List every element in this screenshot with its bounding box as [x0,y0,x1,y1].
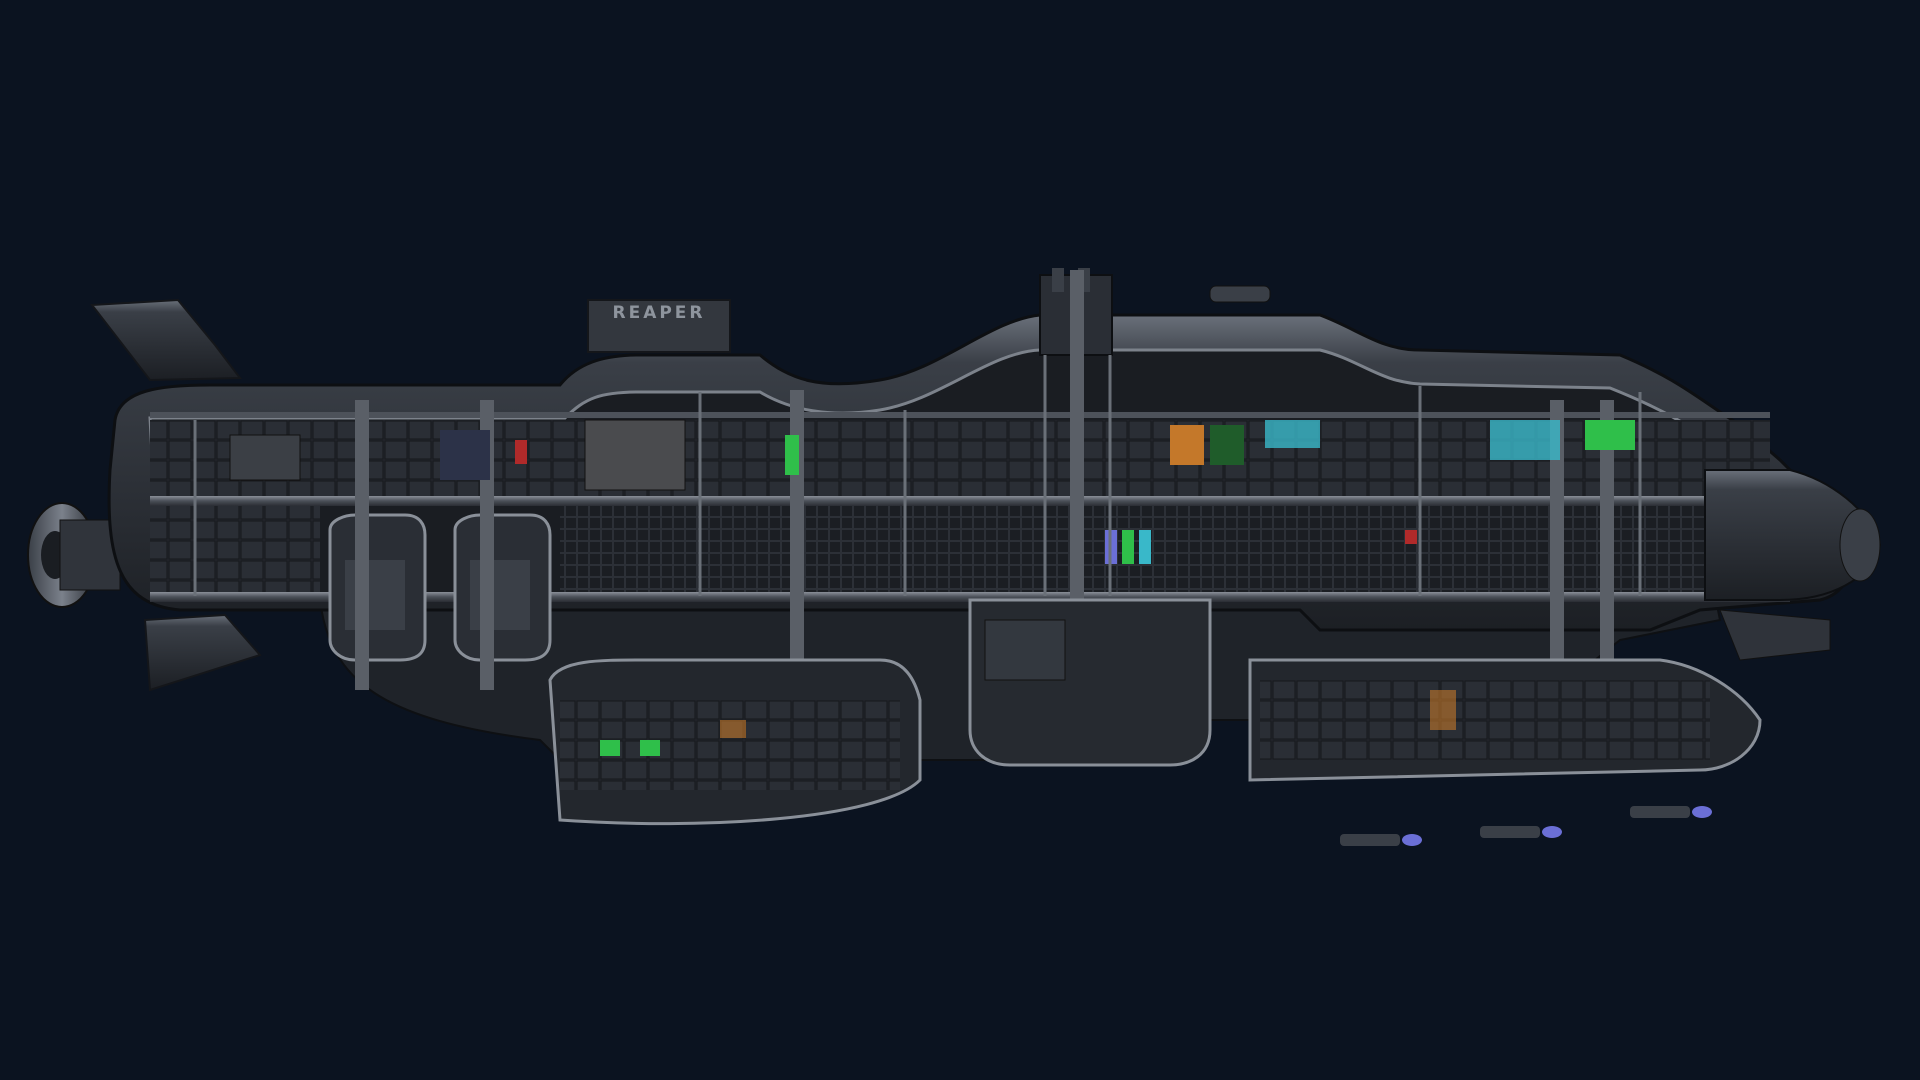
rear-engine [27,502,121,608]
ship-name-label: REAPER [612,303,705,323]
center-chamber [968,598,1212,767]
left-pod [548,658,922,826]
bulkheads [193,355,1642,596]
lower-deck [150,506,1790,602]
right-pod [1248,658,1762,782]
ship-name-plate: REAPER [587,299,731,353]
rear-fin [90,298,262,692]
torpedo-tubes [1340,806,1712,846]
room-details [229,419,1635,564]
bow-section [1704,469,1882,661]
